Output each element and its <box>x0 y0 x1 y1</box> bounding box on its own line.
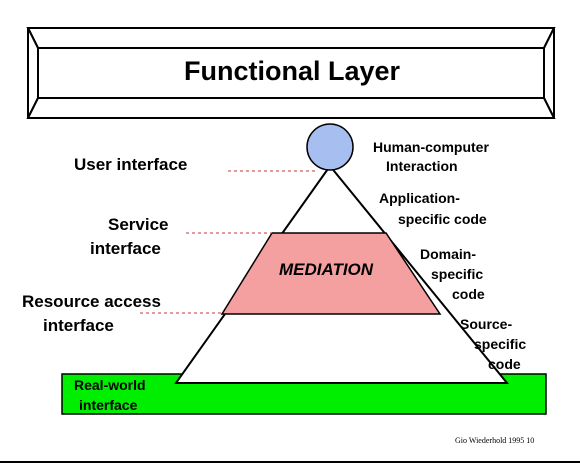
label-resource-access-line1: Resource access <box>22 292 161 311</box>
label-human-computer-line1: Human-computer <box>373 139 489 155</box>
title-banner: Functional Layer <box>26 27 556 119</box>
label-user-interface: User interface <box>74 155 187 174</box>
label-source-line1: Source- <box>460 316 512 332</box>
title-banner-bottom-face <box>26 97 556 119</box>
human-computer-circle <box>306 123 354 171</box>
title-banner-front-face <box>37 47 545 99</box>
label-real-world-line2: interface <box>79 397 138 413</box>
left-labels: User interface Service interface Resourc… <box>22 155 187 413</box>
pyramid: MEDIATION <box>174 164 510 384</box>
mediation-label: MEDIATION <box>279 260 374 279</box>
label-real-world-line1: Real-world <box>74 377 146 393</box>
page-title: Functional Layer <box>184 56 401 86</box>
label-source-line3: code <box>488 356 521 372</box>
label-resource-access-line2: interface <box>43 316 114 335</box>
label-domain-line2: specific <box>431 266 483 282</box>
label-application-line1: Application- <box>379 190 460 206</box>
credit-text: Gio Wiederhold 1995 10 <box>455 436 534 445</box>
leader-lines <box>140 170 318 314</box>
label-source-line2: specific <box>474 336 526 352</box>
label-service-interface-line1: Service <box>108 215 169 234</box>
right-labels: Human-computer Interaction Application- … <box>373 139 526 372</box>
label-domain-line1: Domain- <box>420 246 476 262</box>
label-human-computer-line2: Interaction <box>386 158 458 174</box>
label-service-interface-line2: interface <box>90 239 161 258</box>
title-banner-top-face <box>26 27 556 49</box>
mediation-layer <box>220 232 442 315</box>
label-domain-line3: code <box>452 286 485 302</box>
label-application-line2: specific code <box>398 211 487 227</box>
